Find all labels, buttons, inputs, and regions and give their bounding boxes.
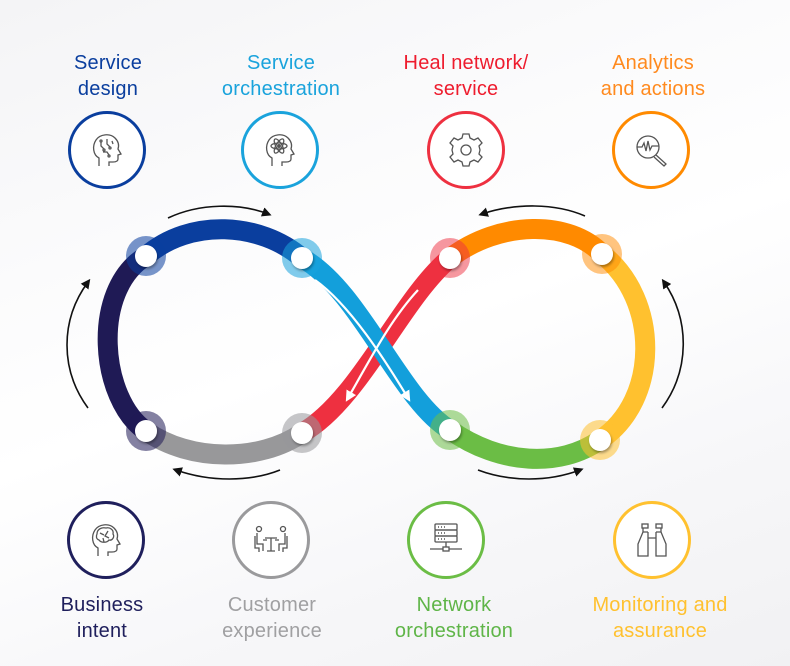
magnifier-pulse-icon bbox=[636, 135, 667, 167]
node-heal-network bbox=[430, 238, 470, 278]
node-network-orchestration bbox=[430, 410, 470, 450]
segment-customer-experience bbox=[140, 422, 308, 465]
label-line-2: orchestration bbox=[394, 620, 514, 642]
icon-circle-business-intent bbox=[67, 501, 145, 579]
label-heal-network-service: Heal network/ service bbox=[376, 50, 556, 102]
icon-circle-heal-network bbox=[427, 111, 505, 189]
label-line-2: orchestration bbox=[221, 78, 341, 100]
node-service-design bbox=[126, 236, 166, 276]
label-line-2: intent bbox=[76, 620, 128, 642]
label-line-1: Customer bbox=[227, 594, 317, 616]
label-monitoring-assurance: Monitoring and assurance bbox=[570, 592, 750, 644]
label-line-1: Service bbox=[246, 52, 316, 74]
flow-arrow-heal bbox=[345, 289, 419, 402]
segment-monitoring bbox=[594, 246, 656, 449]
binoculars-icon bbox=[637, 523, 667, 557]
cycle-arrow-left bbox=[66, 278, 91, 409]
cycle-arrow-right bbox=[661, 278, 685, 409]
label-service-orchestration: Service orchestration bbox=[191, 50, 371, 102]
label-line-1: Heal network/ bbox=[403, 52, 529, 74]
icon-circle-customer-experience bbox=[232, 501, 310, 579]
icon-circle-network-orchestration bbox=[407, 501, 485, 579]
head-atom-icon bbox=[265, 134, 295, 166]
node-customer-experience bbox=[282, 413, 322, 453]
icon-circle-service-design bbox=[68, 111, 146, 189]
head-circuit-icon bbox=[92, 134, 122, 166]
cycle-arrow-bottom-right bbox=[477, 467, 584, 480]
segment-service-design bbox=[139, 219, 309, 266]
segment-network-orchestration bbox=[444, 421, 606, 469]
label-line-2: assurance bbox=[612, 620, 708, 642]
label-line-1: Business bbox=[60, 594, 144, 616]
segment-business-intent bbox=[97, 247, 153, 440]
cycle-arrow-bottom-left bbox=[172, 467, 281, 480]
label-business-intent: Business intent bbox=[12, 592, 192, 644]
label-line-2: experience bbox=[222, 620, 322, 642]
label-analytics-actions: Analytics and actions bbox=[563, 50, 743, 102]
label-line-1: Analytics bbox=[612, 52, 694, 74]
cycle-arrow-top-right bbox=[478, 205, 586, 217]
icon-circle-service-orchestration bbox=[241, 111, 319, 189]
label-line-1: Network bbox=[416, 594, 492, 616]
node-service-orchestration bbox=[282, 238, 322, 278]
server-network-icon bbox=[430, 523, 462, 552]
meeting-table-icon bbox=[254, 525, 288, 552]
node-business-intent bbox=[126, 411, 166, 451]
label-line-2: and actions bbox=[600, 78, 706, 100]
label-line-2: service bbox=[433, 78, 499, 100]
icon-circle-analytics bbox=[612, 111, 690, 189]
label-line-2: design bbox=[77, 78, 139, 100]
segment-analytics bbox=[443, 219, 610, 267]
label-customer-experience: Customer experience bbox=[182, 592, 362, 644]
node-monitoring bbox=[580, 420, 620, 460]
gear-icon bbox=[449, 133, 483, 167]
icon-circle-monitoring bbox=[613, 501, 691, 579]
label-service-design: Service design bbox=[18, 50, 198, 102]
label-line-1: Service bbox=[73, 52, 143, 74]
cycle-arrow-top-left bbox=[167, 205, 272, 219]
flow-arrow-orchestration bbox=[314, 279, 411, 402]
label-line-1: Monitoring and bbox=[592, 594, 728, 616]
node-analytics bbox=[582, 234, 622, 274]
label-network-orchestration: Network orchestration bbox=[364, 592, 544, 644]
head-brain-icon bbox=[91, 524, 121, 556]
